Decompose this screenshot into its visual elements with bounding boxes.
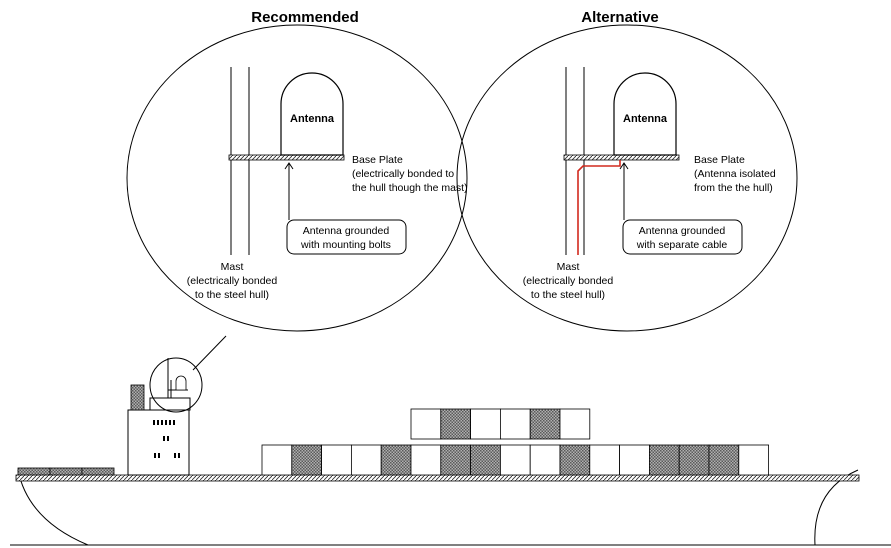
container-hatched [559,444,591,476]
base-plate [228,154,345,161]
container-hatched [470,444,501,476]
bow-cargo [49,467,83,476]
base-plate-note-2: the hull though the mast) [352,182,468,194]
alternative-zoom-circle [456,24,798,332]
mast-note-2: to the steel hull) [531,289,605,301]
mast-note-1: (electrically bonded [187,275,278,287]
antenna-radome [613,72,677,156]
container-hatched [678,444,710,476]
container-plain [410,408,442,440]
callout-arrowhead [284,162,294,170]
deck [15,474,860,482]
container-plain [738,444,769,476]
heading-recommended: Recommended [251,9,359,26]
container-plain [261,444,293,476]
callout-line-1: Antenna grounded [639,225,726,237]
bow-cargo [81,467,115,476]
container-hatched [529,408,561,440]
container-plain [470,408,501,440]
callout-arrowhead [619,162,629,170]
bridge-deck [149,397,191,411]
mast-note-1: (electrically bonded [523,275,614,287]
container-plain [619,444,650,476]
container-plain [529,444,561,476]
superstructure [127,409,190,476]
heading-alternative: Alternative [581,9,659,26]
container-hatched [649,444,680,476]
container-hatched [440,444,471,476]
base-plate [563,154,680,161]
antenna-radome [280,72,344,156]
callout-line-2: with separate cable [636,239,728,251]
mast-label: Mast [221,261,244,273]
base-plate-note-1: (Antenna isolated [694,168,776,180]
container-plain [499,444,531,476]
callout-box [286,219,407,255]
container-hatched [440,408,471,440]
antenna-label: Antenna [623,113,668,125]
ship [10,357,891,546]
zoom-connector-line [192,335,227,371]
callout-line-1: Antenna grounded [303,225,390,237]
container-plain [589,444,620,476]
callout-line-2: with mounting bolts [300,239,391,251]
container-hatched [708,444,740,476]
alternative-panel: Antenna Base Plate (Antenna isolated fro… [456,24,798,332]
base-plate-note-1: (electrically bonded to [352,168,454,180]
container-plain [410,444,442,476]
container-plain [499,408,531,440]
windows [153,420,180,458]
base-plate-label: Base Plate [694,154,745,166]
ground-cable [577,160,621,255]
funnel [130,384,145,411]
container-plain [321,444,352,476]
recommended-panel: Antenna Base Plate (electrically bonded … [126,24,468,332]
callout-box [622,219,743,255]
base-plate-label: Base Plate [352,154,403,166]
ship-antenna-icon [175,375,187,391]
container-stack [261,408,769,476]
container-hatched [380,444,412,476]
bow-cargo [17,467,51,476]
detail-circle [149,357,203,413]
mast-label: Mast [557,261,580,273]
container-plain [350,444,382,476]
container-plain [559,408,591,440]
mast-note-2: to the steel hull) [195,289,269,301]
hull-stern [814,469,859,546]
container-hatched [291,444,322,476]
base-plate-note-2: from the the hull) [694,182,773,194]
antenna-label: Antenna [290,113,335,125]
recommended-zoom-circle [126,24,468,332]
